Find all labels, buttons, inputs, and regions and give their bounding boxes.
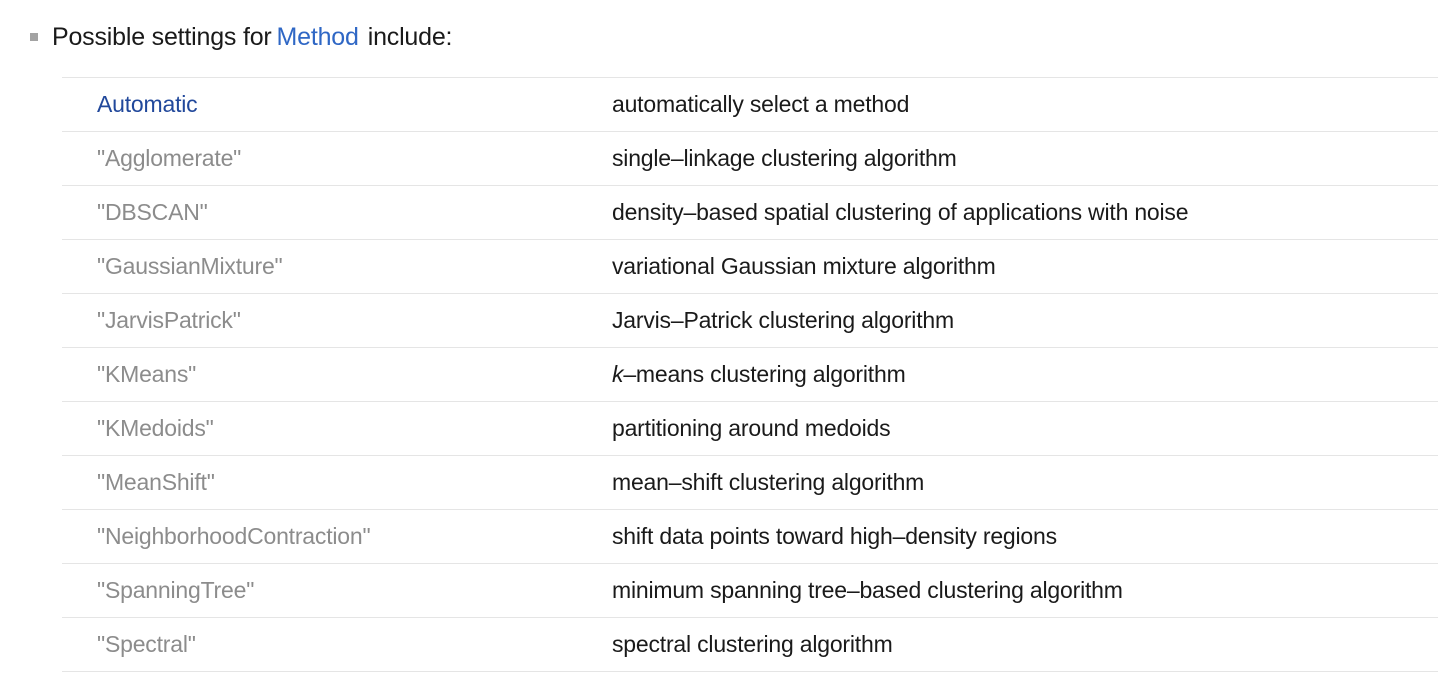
square-bullet-icon: [30, 33, 38, 41]
description-cell: shift data points toward high–density re…: [612, 523, 1438, 550]
table-row: "NeighborhoodContraction" shift data poin…: [62, 510, 1438, 565]
setting-cell: "NeighborhoodContraction": [62, 523, 612, 550]
setting-string: "SpanningTree": [97, 577, 255, 604]
table-row: "Spectral" spectral clustering algorithm: [62, 618, 1438, 673]
description-cell: partitioning around medoids: [612, 415, 1438, 442]
description-cell: Jarvis–Patrick clustering algorithm: [612, 307, 1438, 334]
setting-string: "KMedoids": [97, 415, 214, 442]
description-text: density–based spatial clustering of appl…: [612, 199, 1189, 226]
description-text: shift data points toward high–density re…: [612, 523, 1057, 550]
setting-string: "DBSCAN": [97, 199, 208, 226]
table-row: "DBSCAN" density–based spatial clustering…: [62, 186, 1438, 241]
description-text: minimum spanning tree–based clustering a…: [612, 577, 1123, 604]
description-text: Jarvis–Patrick clustering algorithm: [612, 307, 954, 334]
table-row: "JarvisPatrick" Jarvis–Patrick clustering…: [62, 294, 1438, 349]
table-row: "MeanShift" mean–shift clustering algorit…: [62, 456, 1438, 511]
description-text: –means clustering algorithm: [623, 361, 906, 388]
description-cell: minimum spanning tree–based clustering a…: [612, 577, 1438, 604]
description-text: mean–shift clustering algorithm: [612, 469, 925, 496]
table-row: "GaussianMixture" variational Gaussian mi…: [62, 240, 1438, 295]
description-cell: automatically select a method: [612, 91, 1438, 118]
heading-prefix: Possible settings for: [52, 23, 272, 51]
table-row: "KMedoids" partitioning around medoids: [62, 402, 1438, 457]
description-text: partitioning around medoids: [612, 415, 891, 442]
setting-cell: "DBSCAN": [62, 199, 612, 226]
setting-string: "KMeans": [97, 361, 197, 388]
description-cell: density–based spatial clustering of appl…: [612, 199, 1438, 226]
setting-string: "GaussianMixture": [97, 253, 283, 280]
description-cell: k–means clustering algorithm: [612, 361, 1438, 388]
setting-cell: "KMeans": [62, 361, 612, 388]
table-row: "Agglomerate" single–linkage clustering a…: [62, 132, 1438, 187]
settings-table: Automatic automatically select a method "A…: [62, 77, 1438, 673]
description-text: automatically select a method: [612, 91, 910, 118]
setting-cell: "Spectral": [62, 631, 612, 658]
setting-cell: "Agglomerate": [62, 145, 612, 172]
setting-string: "Agglomerate": [97, 145, 242, 172]
table-row: "KMeans" k–means clustering algorithm: [62, 348, 1438, 403]
italic-variable: k: [612, 361, 624, 388]
setting-cell: "GaussianMixture": [62, 253, 612, 280]
setting-cell: "SpanningTree": [62, 577, 612, 604]
setting-string: "JarvisPatrick": [97, 307, 241, 334]
setting-cell: Automatic: [62, 91, 612, 118]
setting-string: "Spectral": [97, 631, 196, 658]
description-cell: spectral clustering algorithm: [612, 631, 1438, 658]
setting-string: "NeighborhoodContraction": [97, 523, 371, 550]
setting-cell: "KMedoids": [62, 415, 612, 442]
setting-cell: "MeanShift": [62, 469, 612, 496]
heading-suffix: include:: [367, 23, 453, 51]
description-cell: mean–shift clustering algorithm: [612, 469, 1438, 496]
description-text: spectral clustering algorithm: [612, 631, 893, 658]
automatic-link[interactable]: Automatic: [97, 91, 198, 118]
description-cell: single–linkage clustering algorithm: [612, 145, 1438, 172]
description-text: variational Gaussian mixture algorithm: [612, 253, 996, 280]
description-cell: variational Gaussian mixture algorithm: [612, 253, 1438, 280]
setting-string: "MeanShift": [97, 469, 215, 496]
method-link[interactable]: Method: [276, 23, 359, 51]
setting-cell: "JarvisPatrick": [62, 307, 612, 334]
description-text: single–linkage clustering algorithm: [612, 145, 957, 172]
table-row: Automatic automatically select a method: [62, 78, 1438, 133]
table-row: "SpanningTree" minimum spanning tree–base…: [62, 564, 1438, 619]
